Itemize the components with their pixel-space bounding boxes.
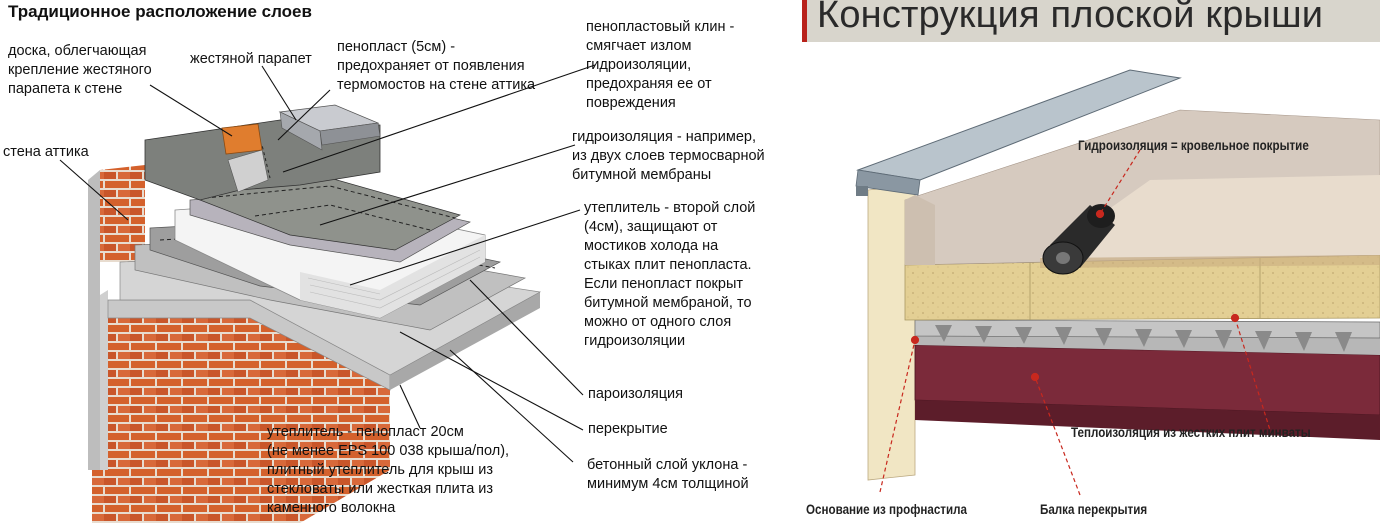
red-markers <box>879 149 1271 496</box>
label-wooden-board: доска, облегчающая крепление жестяного п… <box>8 43 152 97</box>
right-diagram-title: Конструкция плоской крыши <box>817 0 1324 36</box>
leader-lines <box>59 64 596 463</box>
label-foam-5cm: пенопласт (5см) - предохраняет от появле… <box>337 39 536 93</box>
label-foam-wedge: пенопластовый клин - смягчает излом гидр… <box>586 19 735 111</box>
left-roof-illustration <box>59 64 596 523</box>
label-corrugated-base: Основание из профнастила <box>806 502 967 517</box>
label-mineral-insulation: Теплоизоляция из жестких плит минваты <box>1071 425 1311 440</box>
label-concrete-layer: бетонный слой уклона - минимум 4см толщи… <box>587 457 749 492</box>
left-diagram-title: Традиционное расположение слоев <box>8 2 312 21</box>
wooden-board <box>221 123 263 155</box>
label-vapor-barrier: пароизоляция <box>588 386 683 402</box>
label-roof-waterproofing: Гидроизоляция = кровельное покрытие <box>1078 138 1309 153</box>
label-foam-insulation-20cm: утеплитель - пенопласт 20см (не менее EP… <box>267 424 510 516</box>
label-floor-slab: перекрытие <box>588 421 668 437</box>
deck-ribs <box>935 325 1352 352</box>
label-tin-parapet: жестяной парапет <box>190 51 312 67</box>
label-floor-beam: Балка перекрытия <box>1040 502 1148 517</box>
label-waterproofing: гидроизоляция - например, из двух слоев … <box>572 129 765 183</box>
right-title-bar: Конструкция плоской крыши <box>802 0 1380 42</box>
label-attic-wall: стена аттика <box>3 144 89 160</box>
label-second-insulation: утеплитель - второй слой (4см), защищают… <box>584 200 756 349</box>
attic-wall-bricks <box>88 165 145 470</box>
